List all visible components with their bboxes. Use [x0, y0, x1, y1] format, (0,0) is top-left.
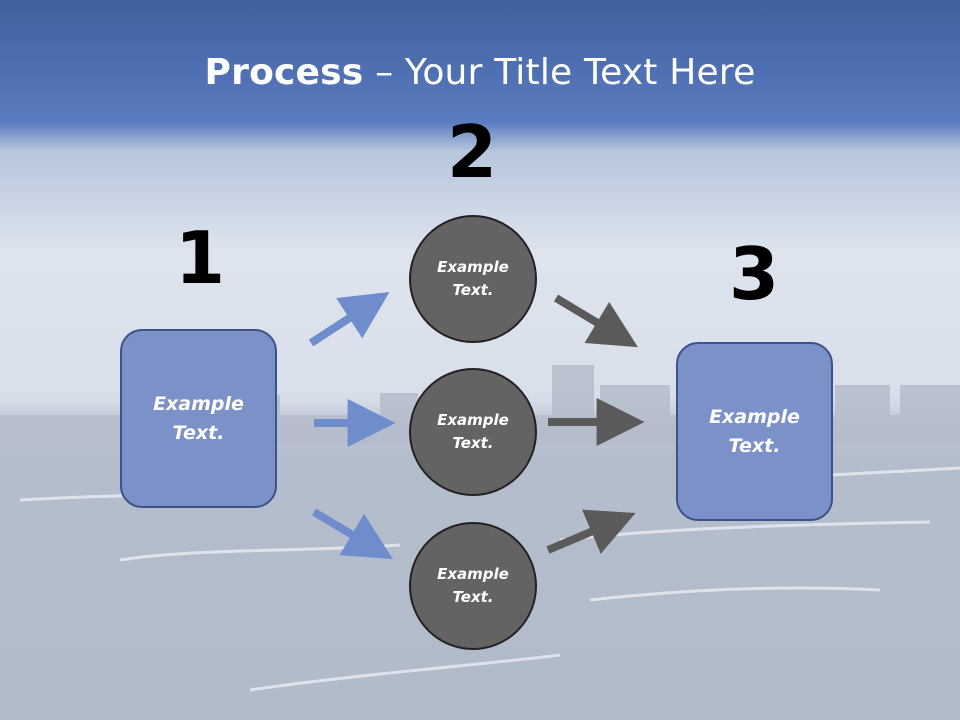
step-number-2: 2 — [446, 110, 498, 194]
step-number-3: 3 — [728, 232, 780, 316]
arrow-bottom-circle-to-box — [546, 509, 636, 554]
left-process-box: Example Text. — [120, 329, 277, 508]
right-process-box: Example Text. — [676, 342, 833, 521]
circle-top-text: Example Text. — [437, 258, 509, 299]
process-circle-top: Example Text. — [409, 215, 537, 343]
step-number-1: 1 — [174, 216, 226, 300]
circle-middle-text: Example Text. — [437, 411, 509, 452]
left-box-text: Example Text. — [153, 392, 244, 444]
slide-title: Process – Your Title Text Here — [0, 52, 960, 93]
title-bold: Process — [204, 52, 364, 93]
process-circle-middle: Example Text. — [409, 368, 537, 496]
arrow-box-to-bottom-circle — [311, 508, 393, 560]
circle-bottom-text: Example Text. — [437, 565, 509, 606]
arrow-top-circle-to-box — [553, 294, 638, 348]
process-circle-bottom: Example Text. — [409, 522, 537, 650]
title-rest: – Your Title Text Here — [363, 52, 756, 93]
arrow-box-to-top-circle — [308, 292, 390, 347]
right-box-text: Example Text. — [709, 405, 800, 457]
